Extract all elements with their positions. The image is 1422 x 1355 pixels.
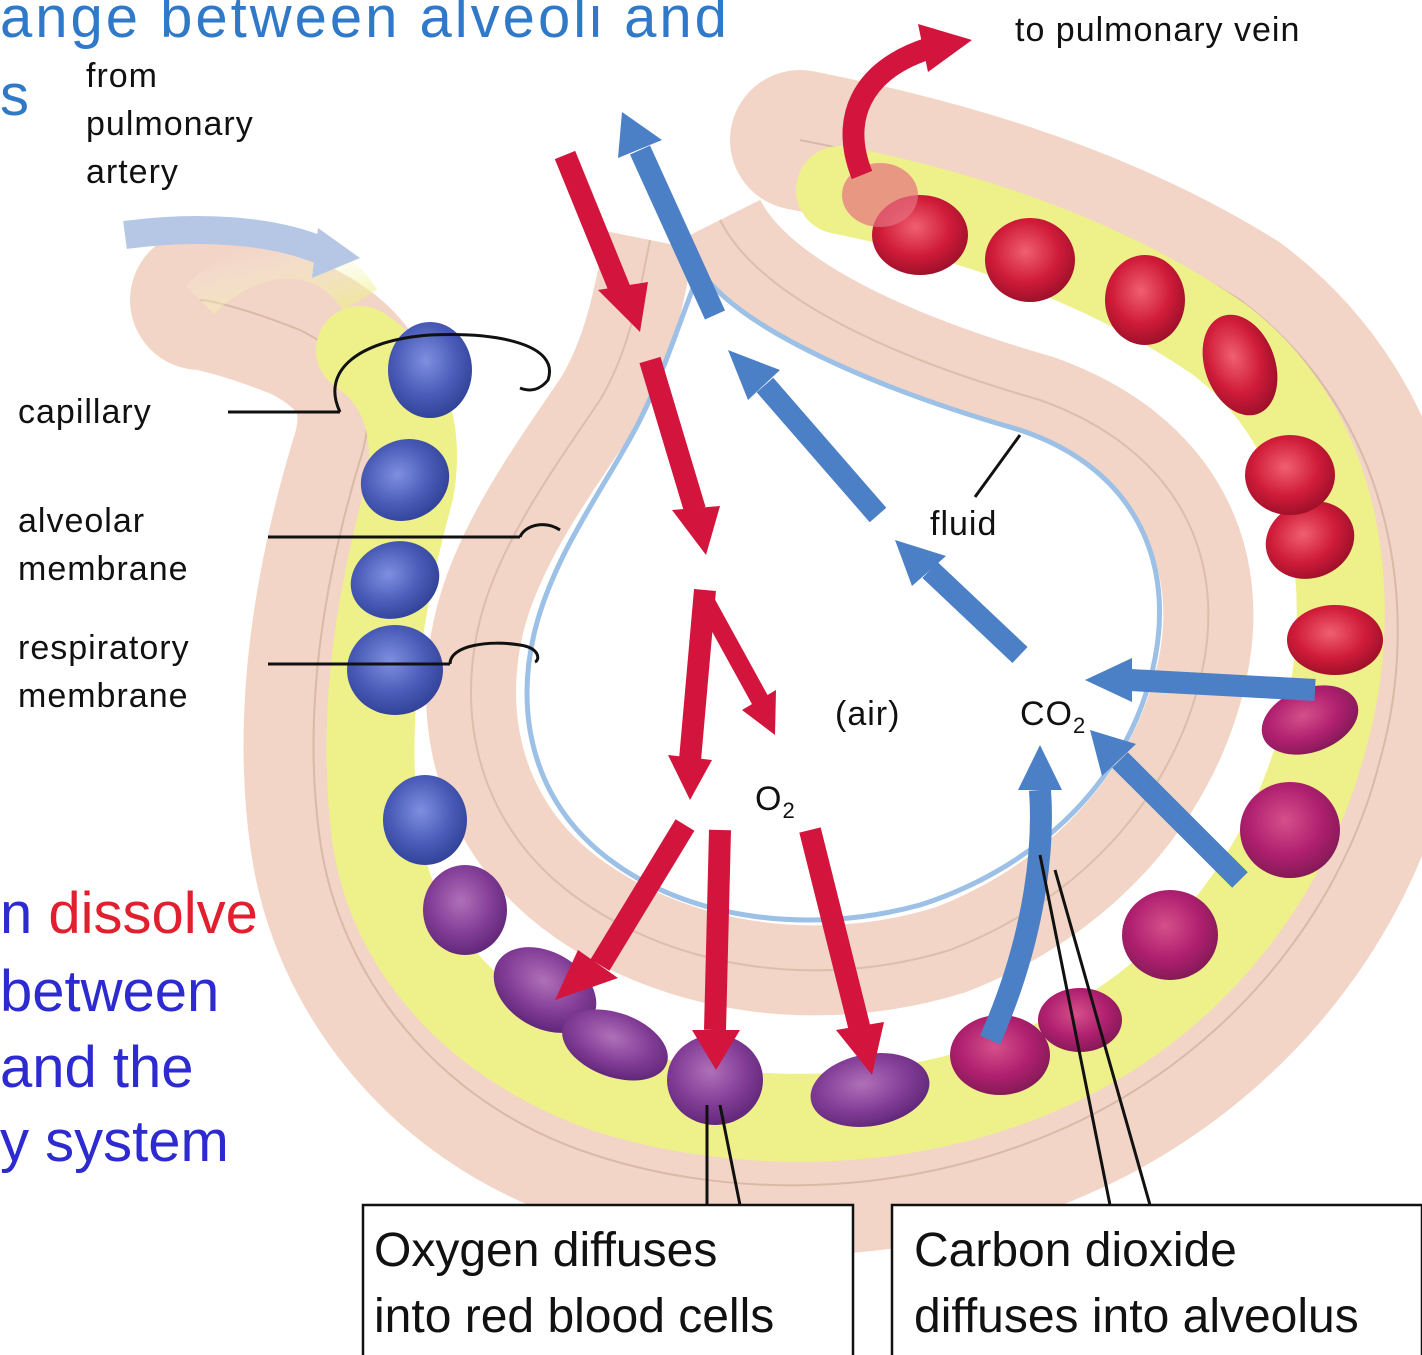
title-tail: s	[0, 62, 29, 129]
rbc-oxygenated	[1105, 255, 1185, 345]
o2-symbol: O	[755, 780, 782, 818]
to-pulmonary-vein-label: to pulmonary vein	[1015, 6, 1300, 54]
fluid-label: fluid	[930, 500, 997, 548]
co2-symbol: CO	[1020, 695, 1073, 733]
co2-label: CO2	[1020, 690, 1086, 750]
oxygen-callout-text: Oxygen diffuses into red blood cells	[374, 1218, 774, 1350]
rbc-transitioning	[1038, 988, 1122, 1052]
respiratory-membrane-label: respiratory membrane	[18, 624, 190, 720]
rbc-oxygenated	[1122, 890, 1218, 980]
rbc-oxygenated	[1240, 782, 1340, 878]
air-label: (air)	[835, 690, 900, 738]
o2-label: O2	[755, 775, 796, 835]
rbc-oxygenated	[1245, 435, 1335, 515]
side-text-line-1-tail: n	[0, 881, 48, 946]
rbc-oxygenated	[985, 218, 1075, 302]
title-fragment: ange between alveoli and	[0, 0, 730, 51]
side-text-dissolve: dissolve	[48, 881, 258, 946]
from-pulmonary-artery-label: from pulmonary artery	[86, 52, 254, 196]
side-text-line-1: n dissolve	[0, 880, 258, 947]
side-text-line-4: y system	[0, 1108, 229, 1175]
capillary-label: capillary	[18, 388, 152, 436]
alveolar-membrane-label: alveolar membrane	[18, 497, 189, 593]
side-text-line-3: and the	[0, 1034, 194, 1101]
rbc-transitioning	[423, 865, 507, 955]
rbc-deoxygenated	[383, 775, 467, 865]
carbon-callout-text: Carbon dioxide diffuses into alveolus	[914, 1218, 1359, 1350]
o2-subscript: 2	[782, 798, 795, 823]
co2-subscript: 2	[1073, 713, 1086, 738]
rbc-oxygenated	[1287, 605, 1383, 675]
side-text-line-2: between	[0, 958, 219, 1025]
rbc-deoxygenated	[347, 625, 443, 715]
